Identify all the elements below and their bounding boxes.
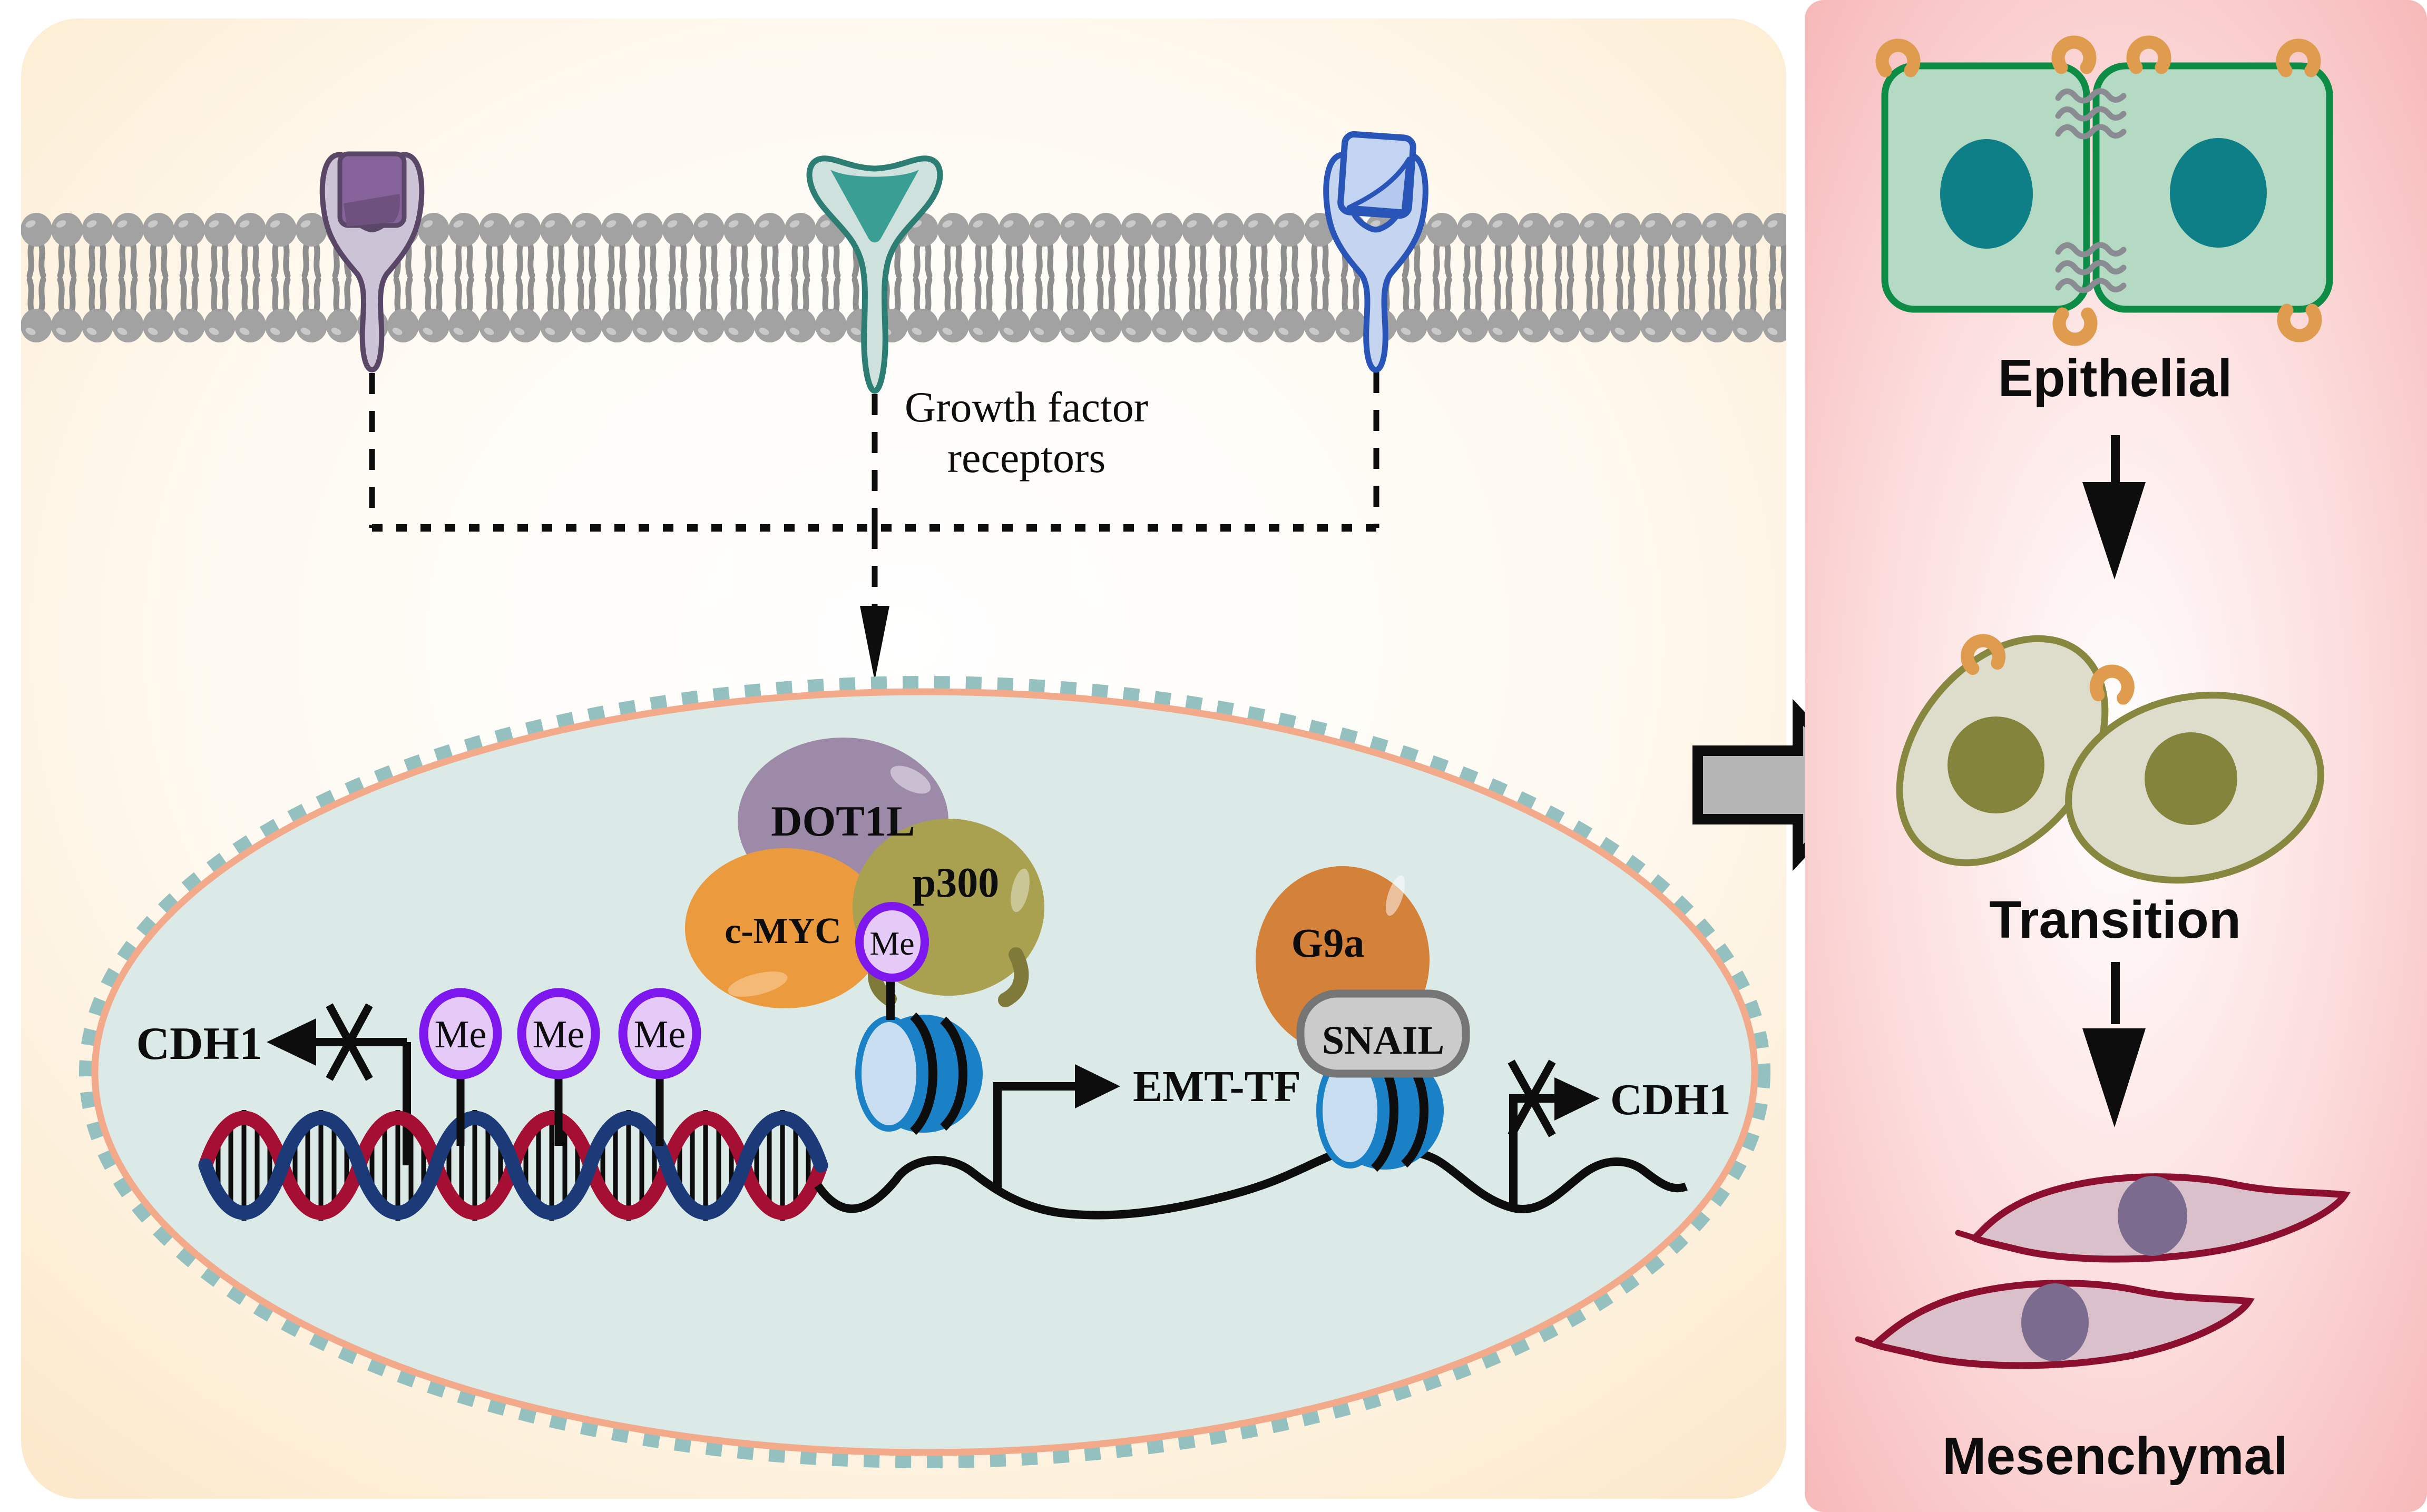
- activation-arrowhead: [1075, 1064, 1120, 1108]
- cdh1-label-left: CDH1: [136, 1018, 262, 1069]
- emt-progression-panel: Epithelial Transition: [1805, 0, 2427, 1512]
- snail-label: SNAIL: [1322, 1018, 1444, 1063]
- methyl-label: Me: [533, 1013, 585, 1056]
- ligand-purple-fold: [344, 194, 400, 227]
- mesenchymal-nucleus: [2021, 1283, 2089, 1361]
- dna-double-helix: [198, 1110, 828, 1221]
- growth-factor-caption: Growth factor receptors: [905, 383, 1148, 482]
- methyl-group-icon: [618, 988, 701, 1079]
- growth-factor-receptor-teal: [806, 155, 943, 394]
- p300-label: p300: [913, 860, 1000, 906]
- methyl-group-icon: [855, 902, 929, 982]
- g9a-label: G9a: [1291, 920, 1365, 966]
- nucleosome-icon: [858, 1015, 983, 1133]
- nucleus: CDH1 Me Me Me: [79, 676, 1770, 1468]
- epithelial-label: Epithelial: [1998, 349, 2233, 408]
- progression-arrow-1: [2082, 435, 2146, 580]
- methyl-label: Me: [869, 925, 914, 962]
- mesenchymal-cells: Mesenchymal: [1855, 1173, 2351, 1486]
- cell-panel: Growth factor receptors CDH1: [21, 18, 1786, 1499]
- dna-baseline: [814, 1144, 1688, 1220]
- methyl-group-icon: [419, 988, 502, 1079]
- snail-protein: [1296, 989, 1470, 1078]
- epithelial-cells: Epithelial: [1882, 42, 2333, 408]
- growth-factor-caption-line1: Growth factor: [905, 383, 1148, 431]
- nuclear-envelope-dashed: [79, 676, 1770, 1468]
- methyl-label: Me: [634, 1013, 686, 1056]
- emt-tf-promoter: EMT-TF: [993, 1062, 1301, 1192]
- growth-factor-caption-line2: receptors: [947, 434, 1106, 482]
- c-myc-protein: [685, 848, 885, 1008]
- dna-strand-blue: [198, 1111, 828, 1220]
- ligand-teal: [830, 170, 919, 243]
- repressed-arrowhead-right: [1554, 1077, 1600, 1121]
- transition-nucleus: [2145, 732, 2237, 825]
- cdh1-repressed-right: CDH1: [1508, 1059, 1731, 1206]
- signal-connectors: [369, 372, 1379, 606]
- dna-methylation-marks: Me Me Me: [419, 988, 701, 1146]
- transition-cells: Transition: [1896, 599, 2324, 949]
- signal-arrowhead: [860, 606, 889, 681]
- repressed-arrowhead-left: [267, 1018, 316, 1066]
- growth-factor-receptor-purple: [322, 151, 422, 370]
- growth-factor-receptor-blue: [1326, 131, 1426, 370]
- snail-factor: SNAIL: [1296, 989, 1470, 1078]
- cdh1-label-right: CDH1: [1610, 1075, 1731, 1124]
- dot1l-label: DOT1L: [771, 797, 915, 845]
- inhibition-cross-right: [1508, 1059, 1556, 1137]
- c-myc-label: c-MYC: [725, 911, 841, 951]
- cdh1-repressed-left: CDH1: [136, 1003, 411, 1165]
- epithelial-nucleus: [1940, 139, 2033, 249]
- inhibition-cross-left: [326, 1003, 373, 1081]
- mesenchymal-nucleus: [2118, 1176, 2187, 1256]
- ligand-blue-fold: [1346, 156, 1412, 214]
- methyl-group-icon: [517, 988, 600, 1079]
- progression-arrow-2: [2082, 962, 2146, 1127]
- writer-complex: DOT1L c-MYC p300 Me: [685, 738, 1044, 1020]
- mesenchymal-label: Mesenchymal: [1942, 1427, 2288, 1486]
- methyl-label: Me: [435, 1013, 487, 1056]
- epithelial-nucleus: [2170, 138, 2267, 248]
- transition-nucleus: [1948, 716, 2044, 813]
- transition-label: Transition: [1989, 890, 2241, 949]
- emt-tf-label: EMT-TF: [1133, 1062, 1301, 1111]
